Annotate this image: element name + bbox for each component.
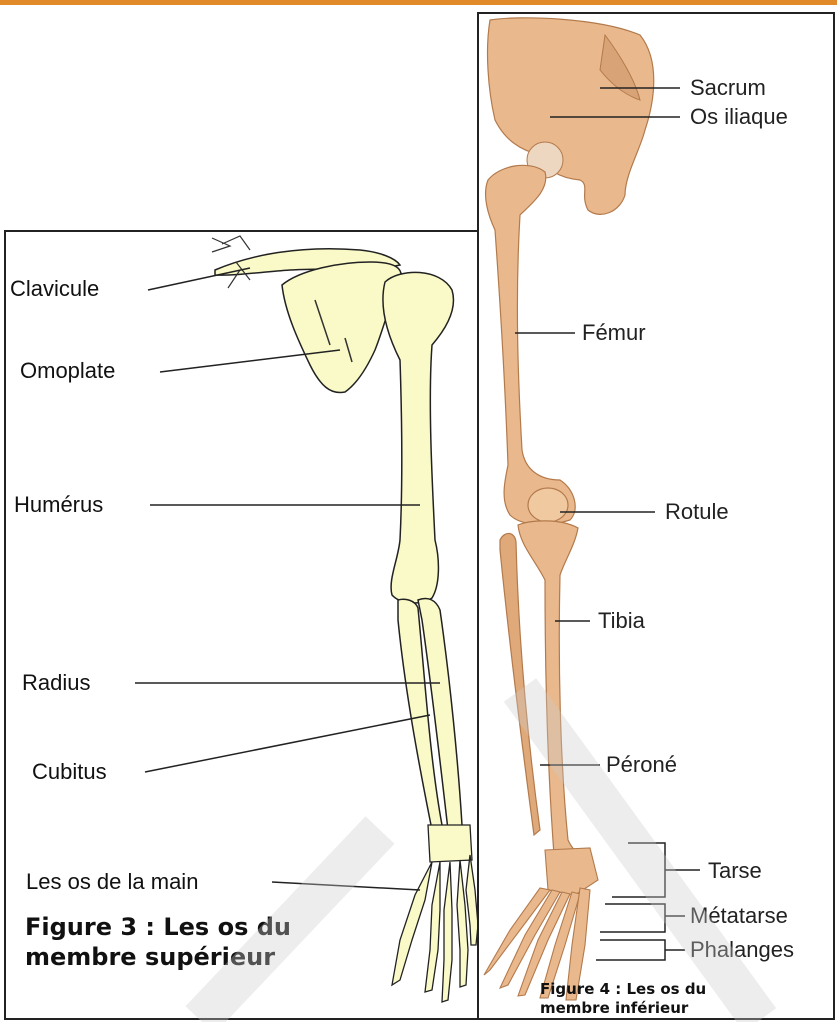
- watermark: [0, 0, 837, 1022]
